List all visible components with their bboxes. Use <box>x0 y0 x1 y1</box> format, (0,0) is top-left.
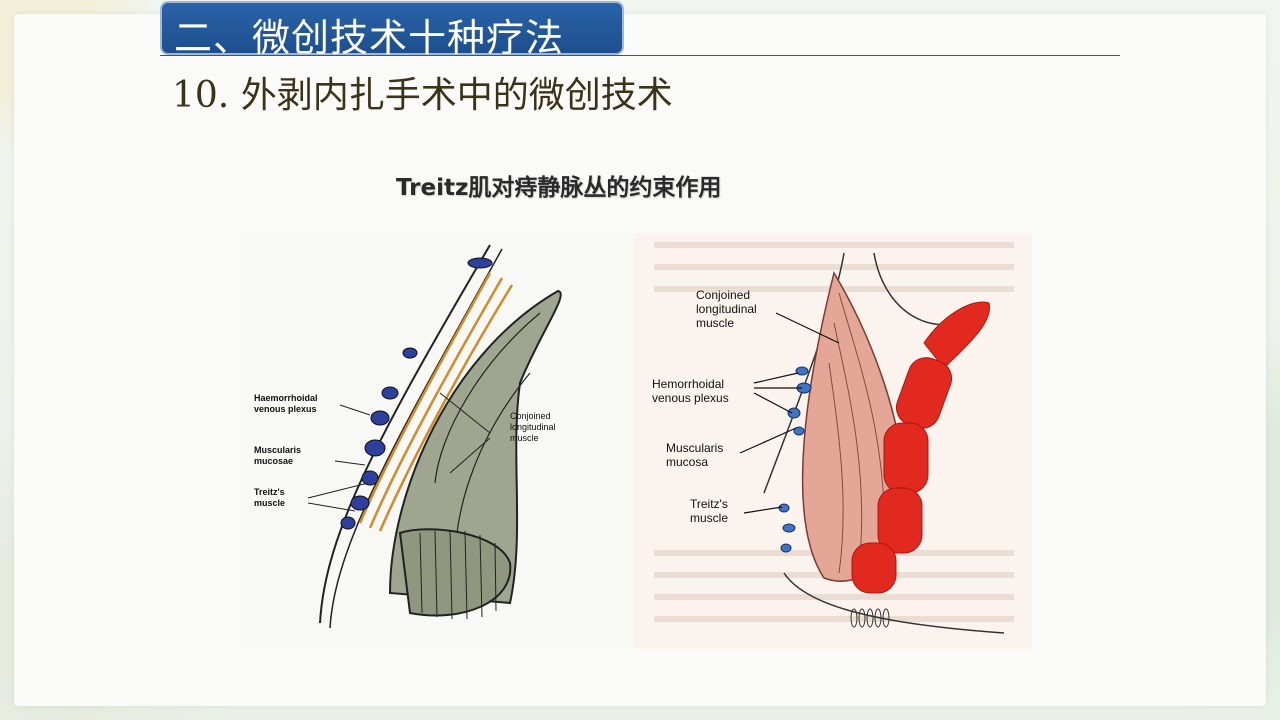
right-label-plexus-2: venous plexus <box>652 391 729 405</box>
right-label-conjoined-2: longitudinal <box>696 302 757 316</box>
left-label-conjoined-1: Conjoined <box>510 411 551 421</box>
right-anatomy-diagram: Conjoined longitudinal muscle Hemorrhoid… <box>652 242 1014 634</box>
right-label-mucosa-1: Muscularis <box>666 441 723 455</box>
title-banner: 二、微创技术十种疗法 <box>160 1 624 60</box>
left-label-treitz-2: muscle <box>254 498 285 508</box>
left-label-plexus-2: venous plexus <box>254 404 317 414</box>
left-label-mucosae-2: mucosae <box>254 456 293 466</box>
slide-title: 二、微创技术十种疗法 <box>174 16 565 60</box>
left-label-treitz-1: Treitz's <box>254 487 285 497</box>
figure-caption: Treitz肌对痔静脉丛的约束作用 <box>396 175 722 201</box>
left-label-plexus-1: Haemorrhoidal <box>254 393 318 403</box>
right-label-conjoined-1: Conjoined <box>696 288 750 302</box>
left-anatomy-diagram: Haemorrhoidal venous plexus Muscularis m… <box>254 244 562 629</box>
title-divider <box>160 55 1120 56</box>
left-label-conjoined-2: longitudinal <box>510 422 556 432</box>
left-label-mucosae-1: Muscularis <box>254 445 301 455</box>
right-label-treitz-2: muscle <box>690 511 728 525</box>
left-label-conjoined-3: muscle <box>510 433 539 443</box>
right-anatomy-figure: Conjoined longitudinal muscle Hemorrhoid… <box>634 233 1032 649</box>
slide-subtitle: 10. 外剥内扎手术中的微创技术 <box>172 75 673 116</box>
right-label-conjoined-3: muscle <box>696 316 734 330</box>
left-anatomy-figure: Haemorrhoidal venous plexus Muscularis m… <box>240 233 640 649</box>
right-label-plexus-1: Hemorrhoidal <box>652 377 724 391</box>
right-label-mucosa-2: mucosa <box>666 455 708 469</box>
right-label-treitz-1: Treitz's <box>690 497 728 511</box>
